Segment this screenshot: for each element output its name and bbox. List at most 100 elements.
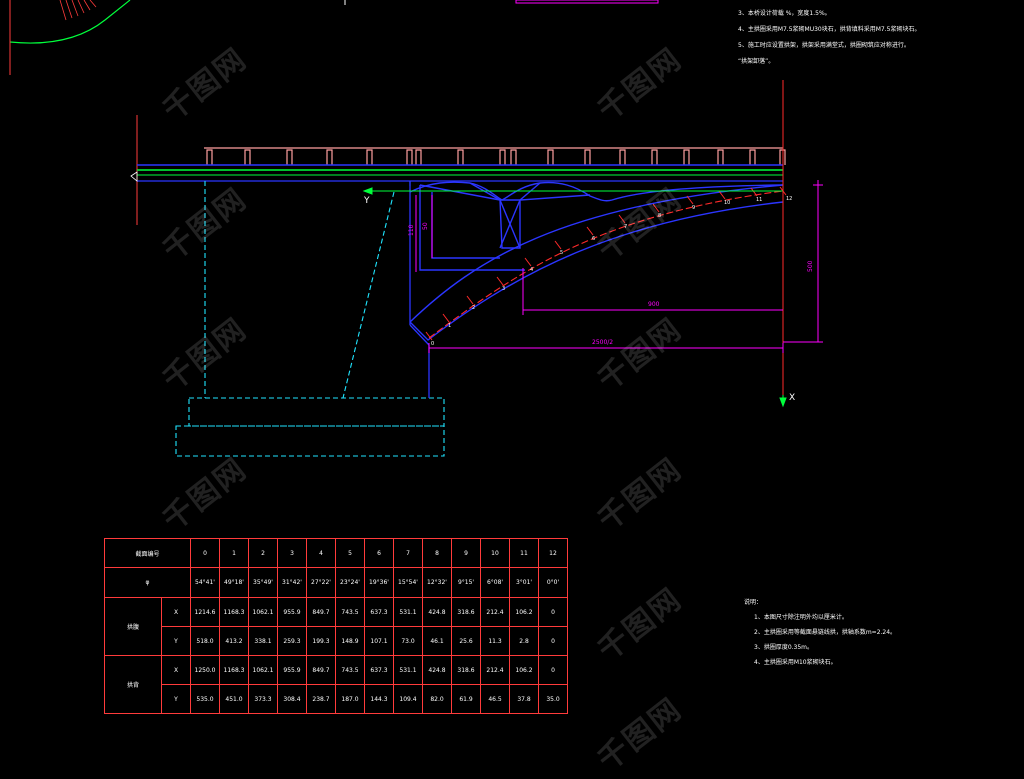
railing-post	[651, 149, 658, 165]
table-value-cell: 238.7	[306, 684, 336, 714]
arch-axis-line	[428, 190, 784, 339]
arch-tick	[686, 195, 694, 205]
arch-tick	[586, 226, 594, 236]
arch-tick	[425, 331, 433, 341]
table-point-number: 9	[451, 538, 481, 568]
dimension-total-span: 2500/2	[592, 339, 613, 346]
table-value-cell: 0	[538, 626, 568, 656]
table-value-cell: 1062.1	[248, 597, 278, 627]
arch-axis-ticks	[425, 186, 787, 341]
railing-post	[584, 149, 591, 165]
arch-point-label: 4	[530, 267, 533, 273]
table-value-cell: 199.3	[306, 626, 336, 656]
table-value-cell: 413.2	[219, 626, 249, 656]
table-angle-cell: 35°49'	[248, 567, 278, 598]
table-point-number: 3	[277, 538, 307, 568]
table-value-cell: 518.0	[190, 626, 220, 656]
table-angle-cell: 6°08'	[480, 567, 510, 598]
table-point-number: 6	[364, 538, 394, 568]
table-point-number: 10	[480, 538, 510, 568]
table-angle-cell: 31°42'	[277, 567, 307, 598]
table-value-cell: 318.6	[451, 597, 481, 627]
note-top-line: “拱架卸落”。	[738, 58, 775, 65]
y-axis-label: Y	[363, 196, 370, 206]
table-point-number: 4	[306, 538, 336, 568]
dimension-height-right: 500	[807, 260, 814, 272]
partial-arch-fragment	[9, 0, 659, 75]
table-value-cell: 73.0	[393, 626, 423, 656]
table-value-cell: 106.2	[509, 597, 539, 627]
arch-point-label: 7	[624, 224, 627, 230]
abutment-body	[409, 181, 430, 398]
arch-point-label: 3	[502, 286, 505, 292]
note-item: 2、主拱圈采用等截面悬链线拱，拱轴系数m=2.24。	[754, 629, 897, 636]
railing-post	[286, 149, 293, 165]
table-value-cell: 743.5	[335, 597, 365, 627]
table-value-cell: 37.8	[509, 684, 539, 714]
dimension-height-mid: 110	[408, 224, 415, 236]
table-angle-cell: 23°24'	[335, 567, 365, 598]
table-value-cell: 109.4	[393, 684, 423, 714]
table-value-cell: 637.3	[364, 597, 394, 627]
dimension-height-small: 50	[422, 222, 429, 230]
table-value-cell: 338.1	[248, 626, 278, 656]
railing-post	[717, 149, 724, 165]
arch-tick	[524, 257, 532, 267]
notes-title: 说明：	[744, 599, 763, 606]
table-value-cell: 373.3	[248, 684, 278, 714]
table-value-cell: 46.5	[480, 684, 510, 714]
arch-tick	[442, 313, 450, 323]
table-value-cell: 849.7	[306, 655, 336, 685]
table-axis-label: X	[161, 597, 191, 627]
table-value-cell: 11.3	[480, 626, 510, 656]
table-group-label: 拱背	[104, 655, 162, 714]
note-item: 4、主拱圈采用M10浆砌块石。	[754, 659, 837, 666]
note-top-line: 5、施工时应设置拱架，拱架采用满堂式，拱圈砌筑应对称进行。	[738, 42, 910, 49]
railing-post	[244, 149, 251, 165]
railing-post	[619, 149, 626, 165]
table-point-number: 8	[422, 538, 452, 568]
table-value-cell: 955.9	[277, 597, 307, 627]
table-value-cell: 0	[538, 655, 568, 685]
table-value-cell: 451.0	[219, 684, 249, 714]
table-angle-cell: 19°36'	[364, 567, 394, 598]
table-value-cell: 531.1	[393, 655, 423, 685]
table-value-cell: 212.4	[480, 655, 510, 685]
arch-point-label: 0	[431, 341, 434, 347]
table-angle-cell: 0°0'	[538, 567, 568, 598]
railing-post	[510, 149, 517, 165]
table-point-number: 2	[248, 538, 278, 568]
table-value-cell: 1214.6	[190, 597, 220, 627]
arch-point-label: 10	[724, 200, 730, 206]
dimension-lines	[415, 180, 823, 353]
table-value-cell: 318.6	[451, 655, 481, 685]
arch-point-label: 2	[472, 305, 475, 311]
table-header-label: 截面编号	[104, 538, 191, 568]
table-value-cell: 1250.0	[190, 655, 220, 685]
note-item: 1、本图尺寸除注明外均以厘米计。	[754, 614, 848, 621]
table-point-number: 5	[335, 538, 365, 568]
table-angle-cell: 27°22'	[306, 567, 336, 598]
table-axis-label: Y	[161, 684, 191, 714]
railing-post	[547, 149, 554, 165]
railing-post	[499, 149, 506, 165]
arch-point-label: 8	[658, 213, 661, 219]
table-value-cell: 955.9	[277, 655, 307, 685]
table-value-cell: 148.9	[335, 626, 365, 656]
table-value-cell: 0	[538, 597, 568, 627]
table-value-cell: 1168.3	[219, 597, 249, 627]
table-value-cell: 743.5	[335, 655, 365, 685]
arch-tick	[496, 276, 504, 286]
abutment-outline	[175, 181, 445, 457]
table-group-label: 拱腹	[104, 597, 162, 656]
arch-point-label: 1	[448, 323, 451, 329]
railing-post	[366, 149, 373, 165]
table-value-cell: 61.9	[451, 684, 481, 714]
